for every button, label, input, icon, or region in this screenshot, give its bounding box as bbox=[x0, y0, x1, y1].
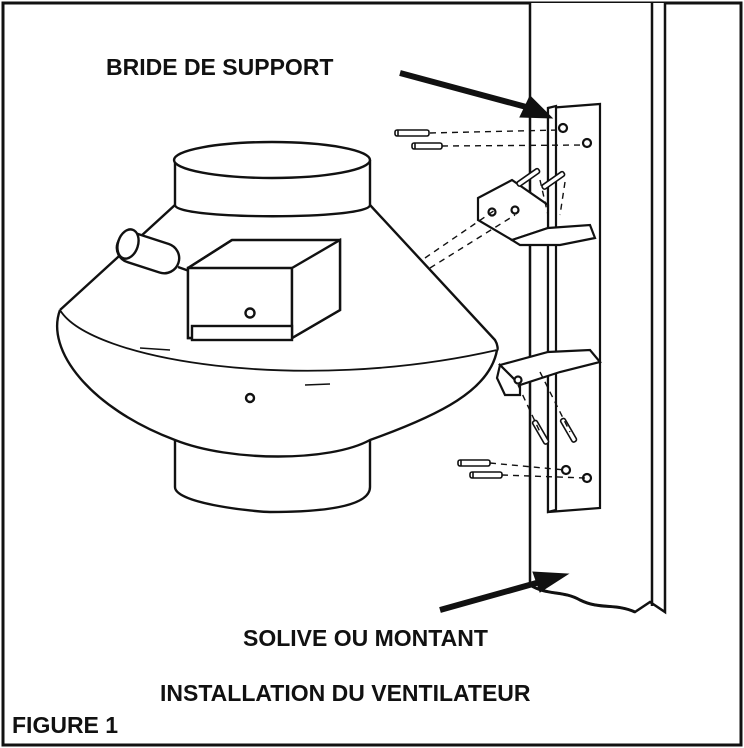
screw bbox=[516, 167, 541, 187]
figure-title: INSTALLATION DU VENTILATEUR bbox=[160, 680, 531, 706]
screw bbox=[469, 471, 503, 479]
bracket-pointer-arrow bbox=[399, 70, 531, 111]
mounting-bracket bbox=[546, 102, 602, 514]
screw bbox=[411, 142, 443, 150]
upper-bracket-tab bbox=[476, 178, 597, 247]
screw bbox=[559, 417, 578, 443]
lower-bracket-tab bbox=[495, 348, 602, 397]
bracket-label: BRIDE DE SUPPORT bbox=[106, 54, 334, 80]
bracket-arrowhead bbox=[519, 95, 554, 119]
joist-label: SOLIVE OU MONTANT bbox=[243, 625, 488, 651]
figure-number: FIGURE 1 bbox=[12, 712, 119, 738]
alignment-lines bbox=[424, 129, 586, 479]
screw bbox=[394, 129, 430, 137]
pointer-arrow-icons bbox=[399, 70, 570, 613]
screw bbox=[541, 170, 566, 190]
joist-arrowhead bbox=[532, 571, 570, 593]
joist-pointer-arrow bbox=[439, 579, 541, 613]
inline-duct-fan bbox=[55, 140, 499, 514]
screw-icons bbox=[394, 129, 578, 479]
screw bbox=[457, 459, 491, 467]
